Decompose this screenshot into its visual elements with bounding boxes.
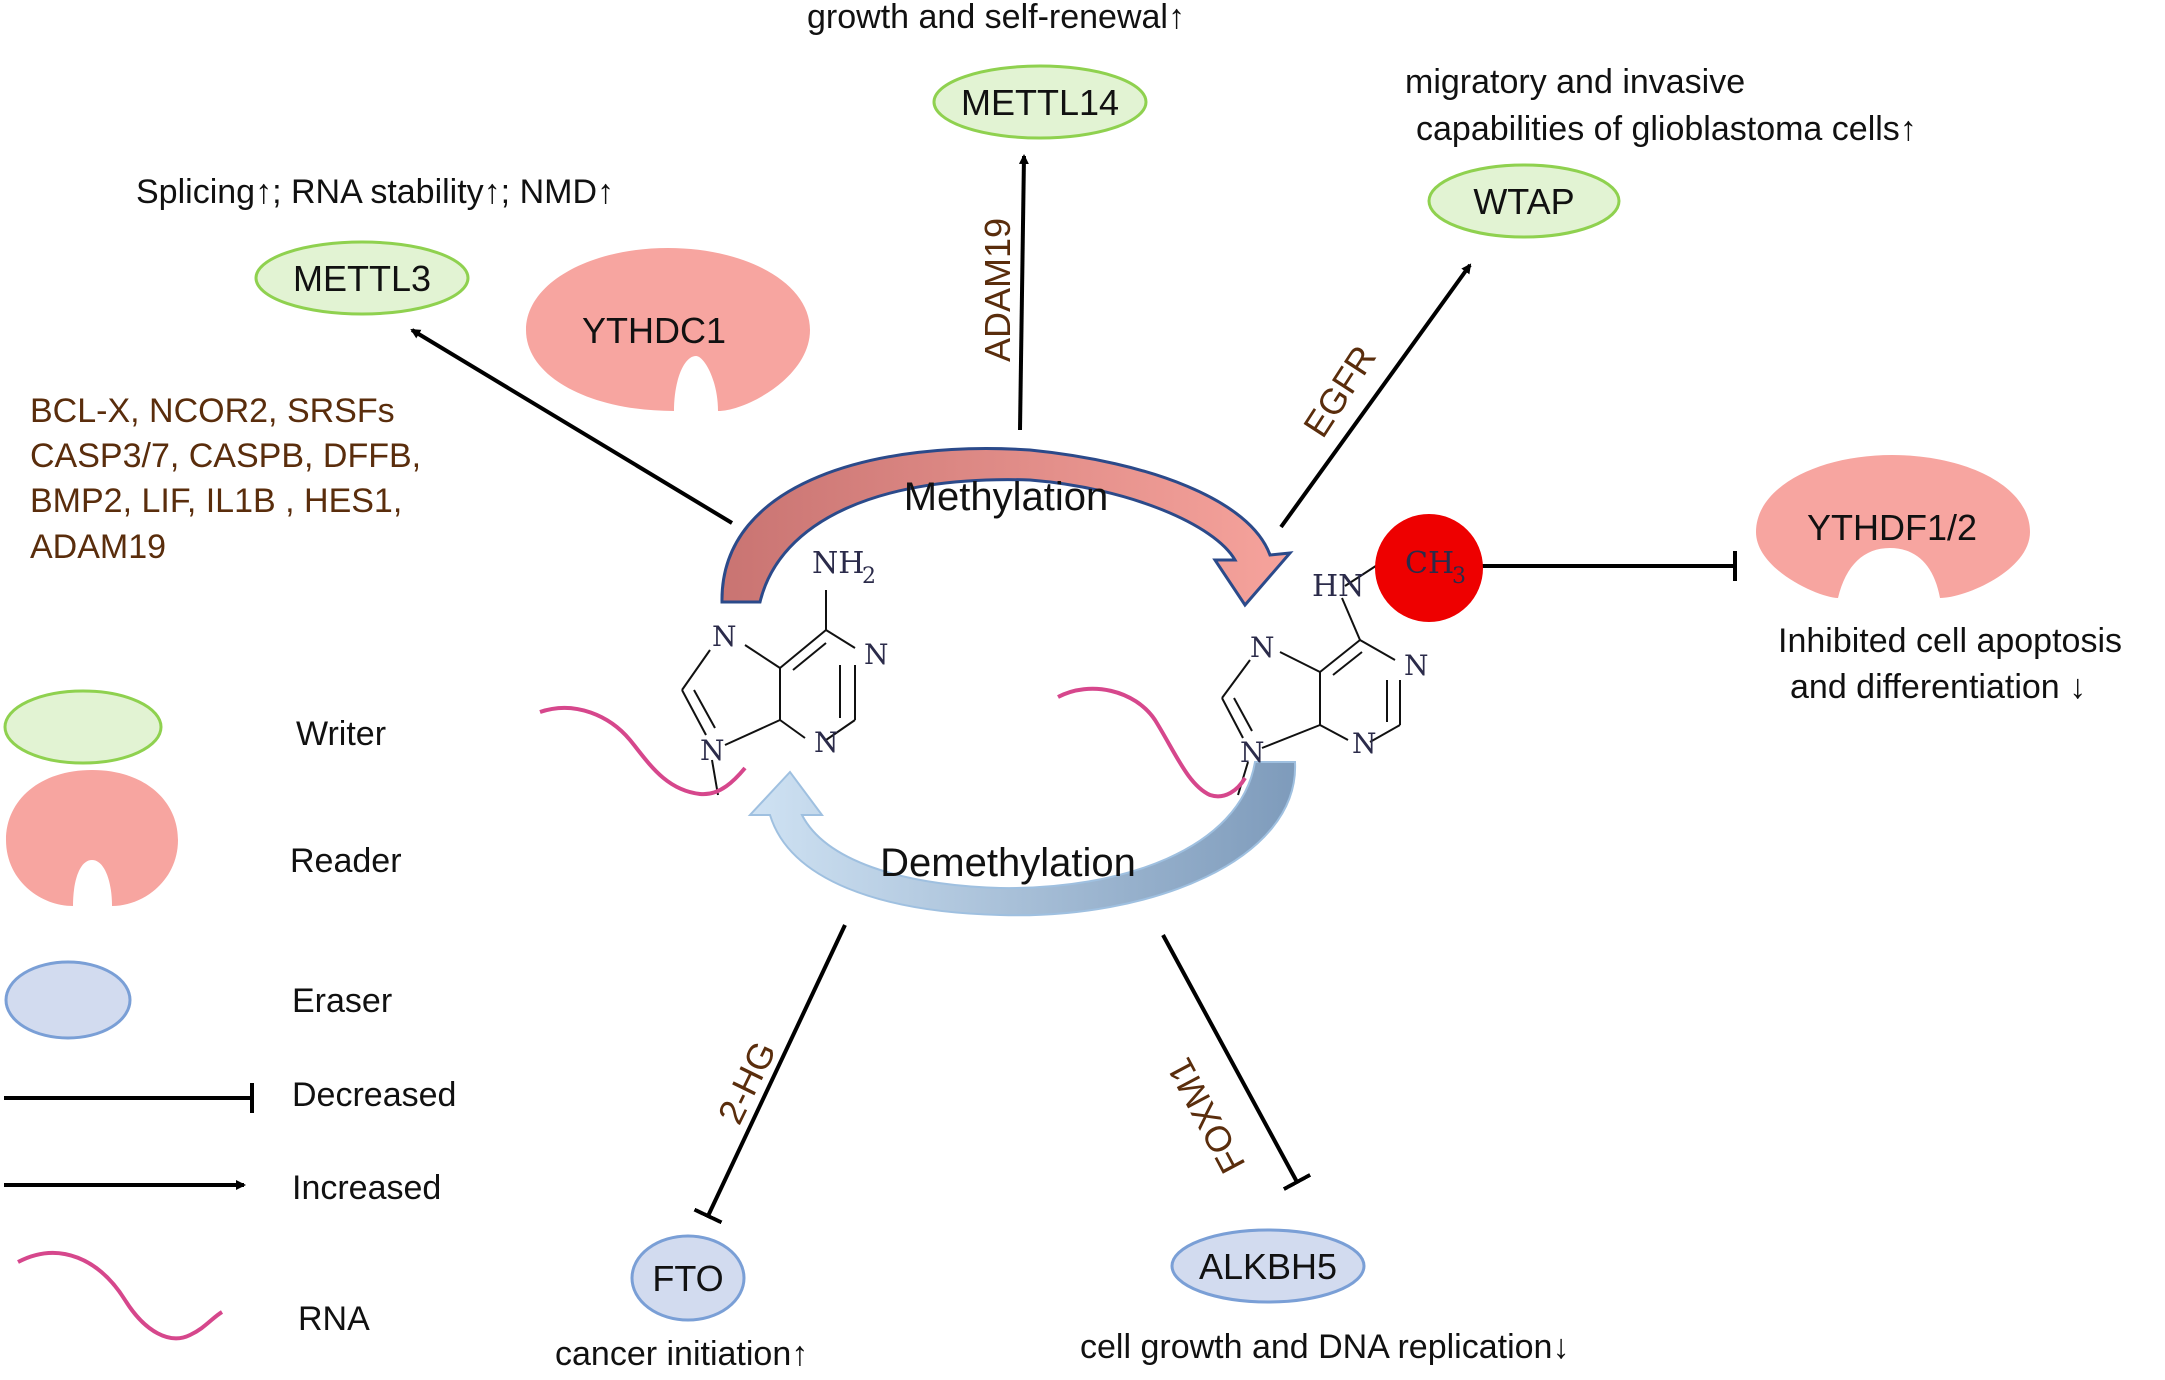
ythdf-effect-line2: and differentiation ↓ <box>1790 668 2086 706</box>
legend-decreased-label: Decreased <box>292 1076 456 1114</box>
n-atom-4: N <box>700 734 725 767</box>
ch3-subscript: 3 <box>1452 564 1466 589</box>
mettl3-target-line-4: ADAM19 <box>30 528 166 566</box>
inhibit-to-alkbh5 <box>1161 934 1312 1191</box>
mettl3-target-line-2: CASP3/7, CASPB, DFFB, <box>30 437 421 475</box>
mettl14-effect: growth and self-renewal↑ <box>807 0 1185 36</box>
wtap-label: WTAP <box>1473 181 1574 222</box>
mettl3-target-line-1: BCL-X, NCOR2, SRSFs <box>30 392 395 430</box>
hn-label: HN <box>1312 569 1364 604</box>
writer-mettl3: METTL3 <box>254 240 470 316</box>
alkbh5-effect: cell growth and DNA replication↓ <box>1080 1328 1569 1366</box>
n-atom-2: N <box>864 638 889 671</box>
n-atom-1: N <box>712 620 737 653</box>
legend: Writer Reader Eraser Decreased Increased… <box>3 689 456 1341</box>
legend-increased-label: Increased <box>292 1169 441 1207</box>
reader-ythdc1: YTHDC1 <box>526 248 810 411</box>
arrow-to-mettl14 <box>1018 154 1029 431</box>
ythdf12-label: YTHDF1/2 <box>1807 507 1977 548</box>
inhibit-to-fto <box>693 924 847 1225</box>
arrow-to-mettl3 <box>410 328 734 525</box>
demethylation-arrow <box>747 761 1297 917</box>
legend-writer-label: Writer <box>296 715 386 753</box>
label-egfr: EGFR <box>1295 338 1384 444</box>
nh2-label: NH <box>812 546 864 581</box>
legend-writer-swatch <box>3 689 163 765</box>
mettl3-effect: Splicing↑; RNA stability↑; NMD↑ <box>136 173 614 211</box>
methylation-label: Methylation <box>904 475 1109 519</box>
n-atom-8: N <box>1240 736 1265 769</box>
wtap-effect-line1: migratory and invasive <box>1405 63 1745 101</box>
mettl14-label: METTL14 <box>961 82 1119 123</box>
legend-rna-swatch <box>17 1251 224 1341</box>
n-atom-5: N <box>1250 631 1275 664</box>
legend-reader-label: Reader <box>290 842 402 880</box>
nh2-subscript: 2 <box>862 564 876 589</box>
legend-rna-label: RNA <box>298 1300 370 1338</box>
legend-reader-swatch <box>6 770 178 906</box>
eraser-fto: FTO <box>630 1234 746 1322</box>
label-foxm1: FOXM1 <box>1159 1051 1253 1180</box>
eraser-alkbh5: ALKBH5 <box>1170 1228 1366 1304</box>
demethylation-label: Demethylation <box>880 841 1136 885</box>
writer-wtap: WTAP <box>1427 163 1621 239</box>
fto-effect: cancer initiation↑ <box>555 1335 808 1373</box>
label-adam19: ADAM19 <box>977 218 1018 362</box>
ythdc1-label: YTHDC1 <box>582 310 726 351</box>
n-atom-6: N <box>1404 649 1429 682</box>
ch3-label: CH <box>1405 546 1454 581</box>
adenine-molecule <box>681 590 856 796</box>
rna-strand-left <box>539 706 747 797</box>
legend-eraser-label: Eraser <box>292 982 392 1020</box>
ythdf-effect-line1: Inhibited cell apoptosis <box>1778 622 2122 660</box>
alkbh5-label: ALKBH5 <box>1199 1246 1337 1287</box>
fto-label: FTO <box>652 1258 723 1299</box>
mettl3-target-line-3: BMP2, LIF, IL1B , HES1, <box>30 482 402 520</box>
n-atom-7: N <box>1352 727 1377 760</box>
methylation-arrow <box>720 447 1294 608</box>
rna-strand-right <box>1057 686 1247 799</box>
reader-ythdf12: YTHDF1/2 <box>1756 455 2030 598</box>
wtap-effect-line2: capabilities of glioblastoma cells↑ <box>1416 110 1917 148</box>
mettl3-label: METTL3 <box>293 258 431 299</box>
n-atom-3: N <box>814 726 839 759</box>
arrow-to-wtap <box>1279 263 1472 529</box>
legend-eraser-swatch <box>4 960 132 1040</box>
methyl-group-circle <box>1375 514 1483 622</box>
writer-mettl14: METTL14 <box>932 64 1148 140</box>
